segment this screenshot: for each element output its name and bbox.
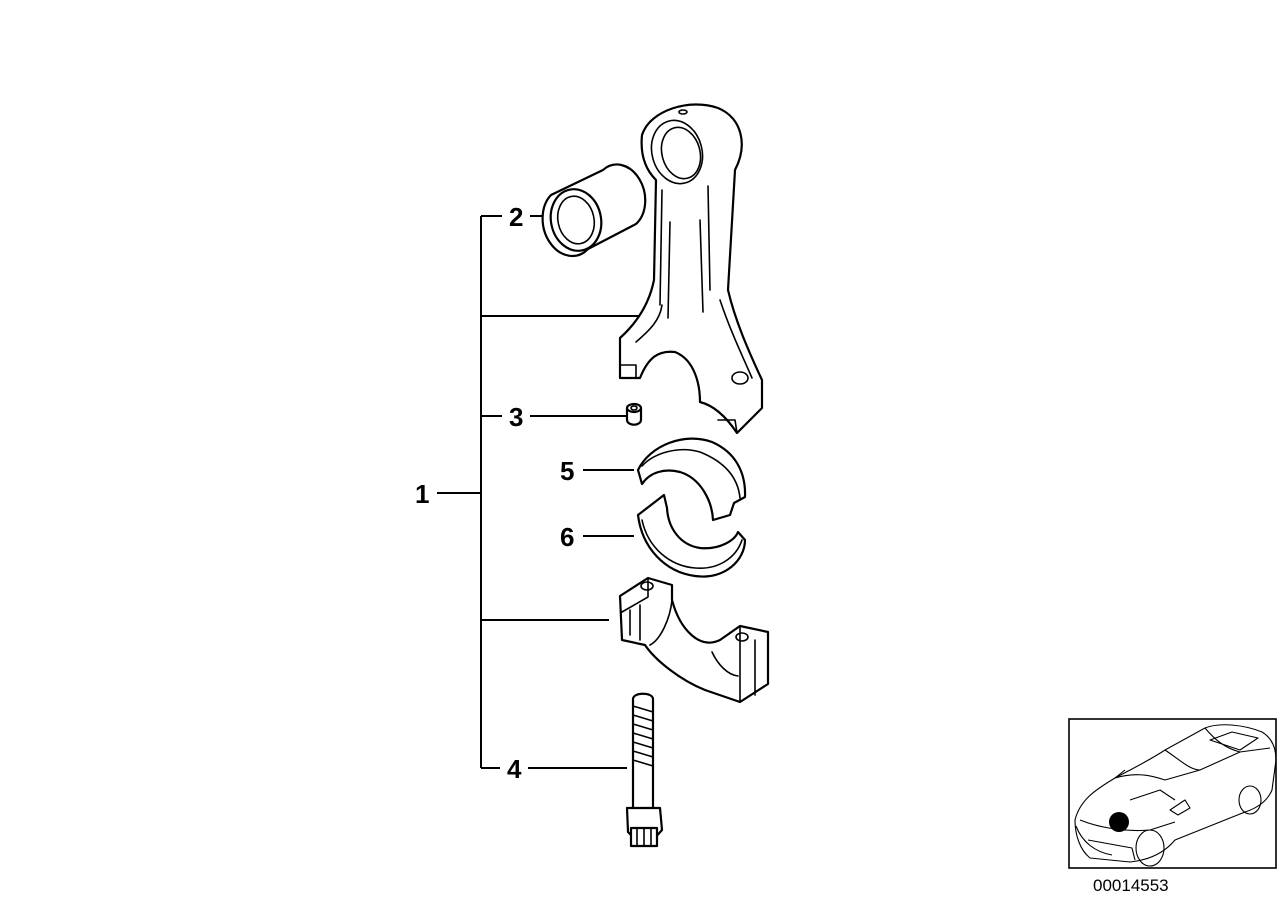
connecting-rod[interactable] (618, 103, 764, 435)
dowel-sleeve[interactable] (625, 402, 643, 426)
callout-3[interactable]: 3 (509, 402, 523, 432)
callout-5[interactable]: 5 (560, 456, 574, 486)
callout-4[interactable]: 4 (507, 754, 522, 784)
callout-1[interactable]: 1 (415, 479, 429, 509)
bearing-cap[interactable] (618, 576, 770, 704)
bearing-shell-upper[interactable] (636, 437, 747, 522)
callout-2[interactable]: 2 (509, 202, 523, 232)
car-outline-icon (1074, 724, 1277, 867)
callout-6[interactable]: 6 (560, 522, 574, 552)
leader-lines (437, 215, 642, 769)
piston-pin-bushing[interactable] (541, 163, 647, 258)
location-marker-icon (1109, 812, 1129, 832)
car-location-thumbnail[interactable] (1068, 718, 1277, 869)
connecting-rod-bolt[interactable] (625, 692, 664, 848)
bearing-shell-lower[interactable] (636, 493, 747, 578)
reference-number: 00014553 (1093, 876, 1169, 895)
